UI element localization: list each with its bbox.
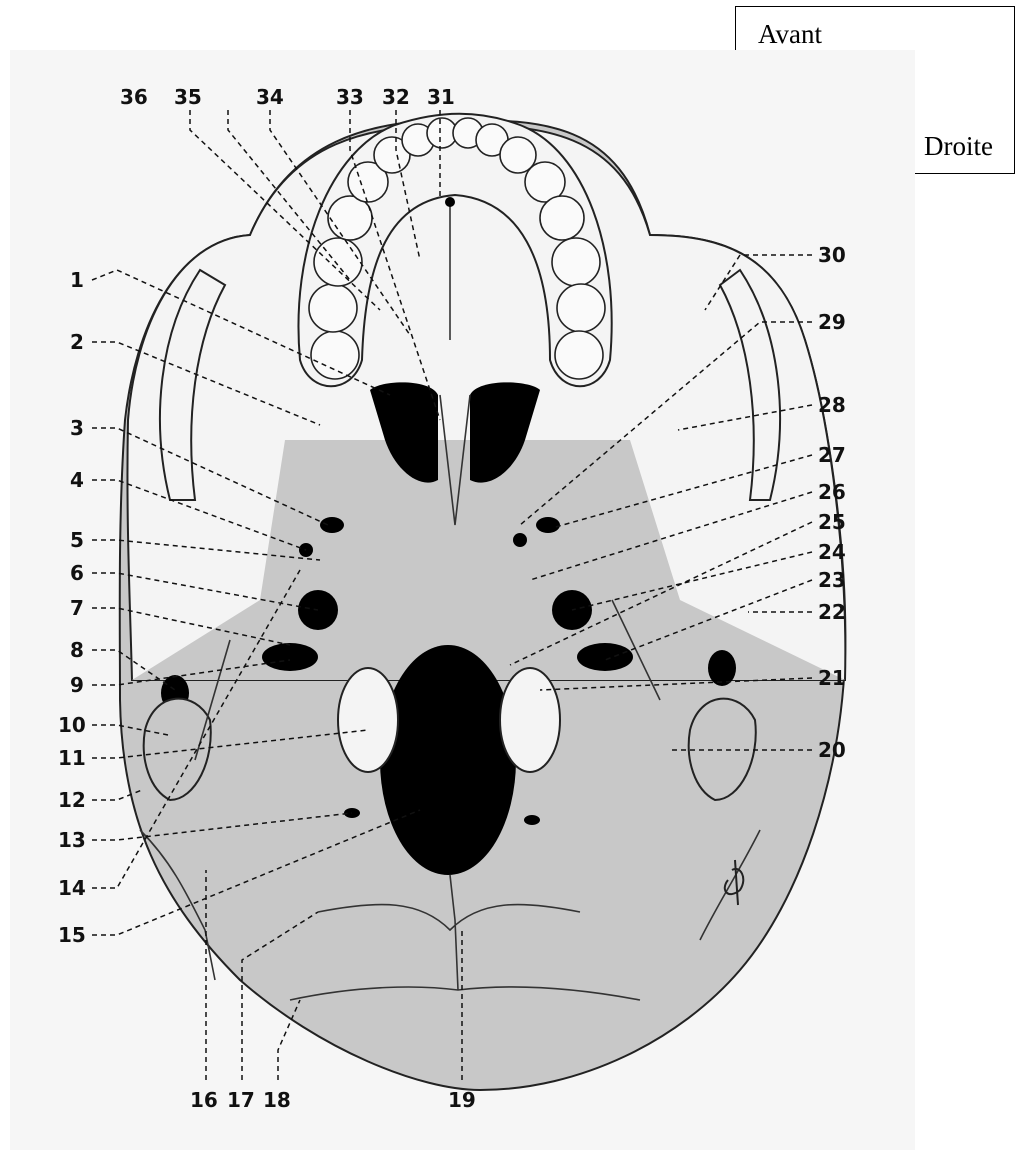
right-foramen-ovale: [536, 517, 560, 533]
label-11: 11: [58, 746, 86, 770]
label-8: 8: [70, 638, 84, 662]
label-14: 14: [58, 876, 86, 900]
label-18: 18: [263, 1088, 291, 1112]
label-28: 28: [818, 393, 846, 417]
label-9: 9: [70, 673, 84, 697]
right-external-acoustic-meatus: [708, 650, 736, 686]
label-19: 19: [448, 1088, 476, 1112]
label-29: 29: [818, 310, 846, 334]
left-jugular-foramen: [262, 643, 318, 671]
label-23: 23: [818, 568, 846, 592]
right-foramen-spinosum: [513, 533, 527, 547]
label-4: 4: [70, 468, 84, 492]
label-20: 20: [818, 738, 846, 762]
label-15: 15: [58, 923, 86, 947]
label-22: 22: [818, 600, 846, 624]
label-26: 26: [818, 480, 846, 504]
label-6: 6: [70, 561, 84, 585]
left-occipital-condyle: [338, 668, 398, 772]
right-jugular-foramen: [577, 643, 633, 671]
left-foramen-ovale: [320, 517, 344, 533]
label-1: 1: [70, 268, 84, 292]
label-21: 21: [818, 666, 846, 690]
label-10: 10: [58, 713, 86, 737]
label-3: 3: [70, 416, 84, 440]
incisive-foramen: [445, 197, 455, 207]
label-12: 12: [58, 788, 86, 812]
label-35: 35: [174, 85, 202, 109]
label-5: 5: [70, 528, 84, 552]
label-25: 25: [818, 510, 846, 534]
label-16: 16: [190, 1088, 218, 1112]
label-7: 7: [70, 596, 84, 620]
label-27: 27: [818, 443, 846, 467]
label-17: 17: [227, 1088, 255, 1112]
label-34: 34: [256, 85, 284, 109]
label-33: 33: [336, 85, 364, 109]
label-13: 13: [58, 828, 86, 852]
foramen-magnum: [380, 645, 516, 875]
label-32: 32: [382, 85, 410, 109]
label-36: 36: [120, 85, 148, 109]
right-occipital-condyle: [500, 668, 560, 772]
label-31: 31: [427, 85, 455, 109]
right-condylar-canal: [524, 815, 540, 825]
label-30: 30: [818, 243, 846, 267]
label-24: 24: [818, 540, 846, 564]
label-2: 2: [70, 330, 84, 354]
